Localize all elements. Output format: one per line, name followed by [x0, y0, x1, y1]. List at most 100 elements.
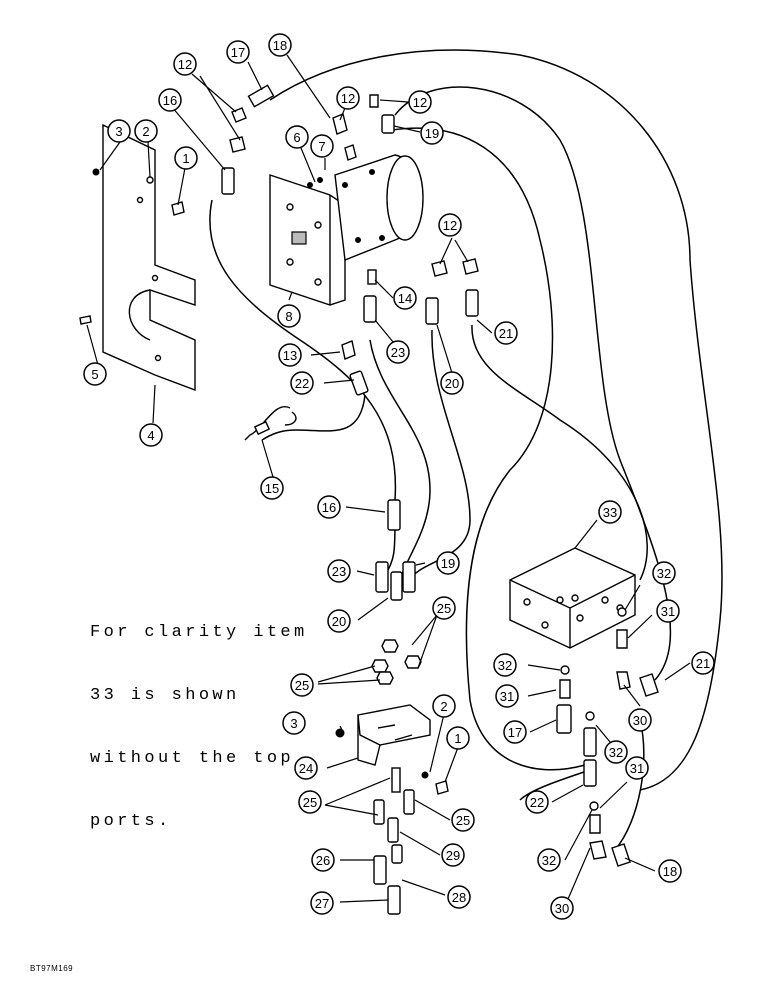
callout-circle [408, 90, 432, 114]
callout-circle [290, 673, 314, 697]
callout-31: 31 [495, 684, 519, 708]
callout-circle [550, 896, 574, 920]
callout-label: 19 [441, 556, 455, 571]
callout-label: 25 [437, 601, 451, 616]
callout-2: 2 [134, 119, 158, 143]
callout-21: 21 [691, 651, 715, 675]
callout-label: 23 [391, 345, 405, 360]
callout-circle [658, 859, 682, 883]
callout-circle [494, 321, 518, 345]
callout-17: 17 [226, 40, 250, 64]
callout-label: 15 [265, 481, 279, 496]
callout-label: 13 [283, 348, 297, 363]
callout-25: 25 [298, 790, 322, 814]
callout-1: 1 [446, 726, 470, 750]
callout-15: 15 [260, 476, 284, 500]
callout-30: 30 [550, 896, 574, 920]
callout-circle [311, 848, 335, 872]
callout-circle [278, 343, 302, 367]
callout-label: 16 [322, 500, 336, 515]
callout-32: 32 [493, 653, 517, 677]
callout-17: 17 [503, 720, 527, 744]
callout-20: 20 [327, 609, 351, 633]
callout-label: 20 [332, 614, 346, 629]
callout-label: 25 [456, 813, 470, 828]
callout-label: 31 [661, 604, 675, 619]
callout-16: 16 [158, 88, 182, 112]
callout-label: 24 [299, 761, 313, 776]
hose-17 [269, 49, 691, 261]
callout-13: 13 [278, 343, 302, 367]
callout-circle [393, 286, 417, 310]
callout-12: 12 [336, 86, 360, 110]
callout-label: 2 [142, 124, 149, 139]
callout-8: 8 [277, 304, 301, 328]
callout-circle [139, 423, 163, 447]
callout-label: 2 [440, 699, 447, 714]
callout-label: 31 [630, 761, 644, 776]
callout-circle [174, 146, 198, 170]
callout-12: 12 [438, 213, 462, 237]
callout-circle [294, 756, 318, 780]
callout-label: 20 [445, 376, 459, 391]
callout-31: 31 [656, 599, 680, 623]
callout-25: 25 [451, 808, 475, 832]
bracket-24 [357, 704, 431, 766]
callout-circle [290, 371, 314, 395]
callout-5: 5 [83, 362, 107, 386]
note-line-4: ports. [90, 812, 172, 831]
callout-31: 31 [625, 756, 649, 780]
callout-32: 32 [604, 740, 628, 764]
callout-3: 3 [107, 119, 131, 143]
callout-label: 25 [295, 678, 309, 693]
leader-lines [86, 54, 691, 907]
callout-circle [691, 651, 715, 675]
callout-label: 22 [530, 795, 544, 810]
callout-circle [537, 848, 561, 872]
callout-32: 32 [652, 561, 676, 585]
callout-7: 7 [310, 134, 334, 158]
callout-label: 33 [603, 505, 617, 520]
callout-label: 29 [446, 848, 460, 863]
callout-label: 23 [332, 564, 346, 579]
callout-label: 27 [315, 896, 329, 911]
callout-circle [83, 362, 107, 386]
callout-19: 19 [436, 551, 460, 575]
callout-label: 12 [178, 57, 192, 72]
callout-2: 2 [432, 694, 456, 718]
callout-label: 12 [413, 95, 427, 110]
callout-circle [598, 500, 622, 524]
callout-label: 30 [633, 713, 647, 728]
callout-label: 1 [182, 151, 189, 166]
callout-label: 6 [293, 130, 300, 145]
fittings [79, 84, 659, 915]
callout-6: 6 [285, 125, 309, 149]
callout-25: 25 [290, 673, 314, 697]
callout-label: 21 [696, 656, 710, 671]
callout-circle [656, 599, 680, 623]
callout-label: 32 [609, 745, 623, 760]
callout-label: 3 [290, 716, 297, 731]
callout-circle [447, 885, 471, 909]
callout-label: 3 [115, 124, 122, 139]
callout-circle [440, 371, 464, 395]
callout-label: 4 [147, 428, 154, 443]
callout-circle [446, 726, 470, 750]
callout-23: 23 [327, 559, 351, 583]
callout-14: 14 [393, 286, 417, 310]
callout-22: 22 [290, 371, 314, 395]
callout-circle [652, 561, 676, 585]
callout-circle [134, 119, 158, 143]
clarity-note: For clarity item 33 is shown without the… [90, 580, 308, 874]
callout-circle [158, 88, 182, 112]
callout-circle [493, 653, 517, 677]
callout-27: 27 [310, 891, 334, 915]
callout-label: 22 [295, 376, 309, 391]
callout-28: 28 [447, 885, 471, 909]
mounting-bracket [102, 123, 196, 392]
valve-plate [269, 174, 346, 306]
callout-label: 17 [231, 45, 245, 60]
